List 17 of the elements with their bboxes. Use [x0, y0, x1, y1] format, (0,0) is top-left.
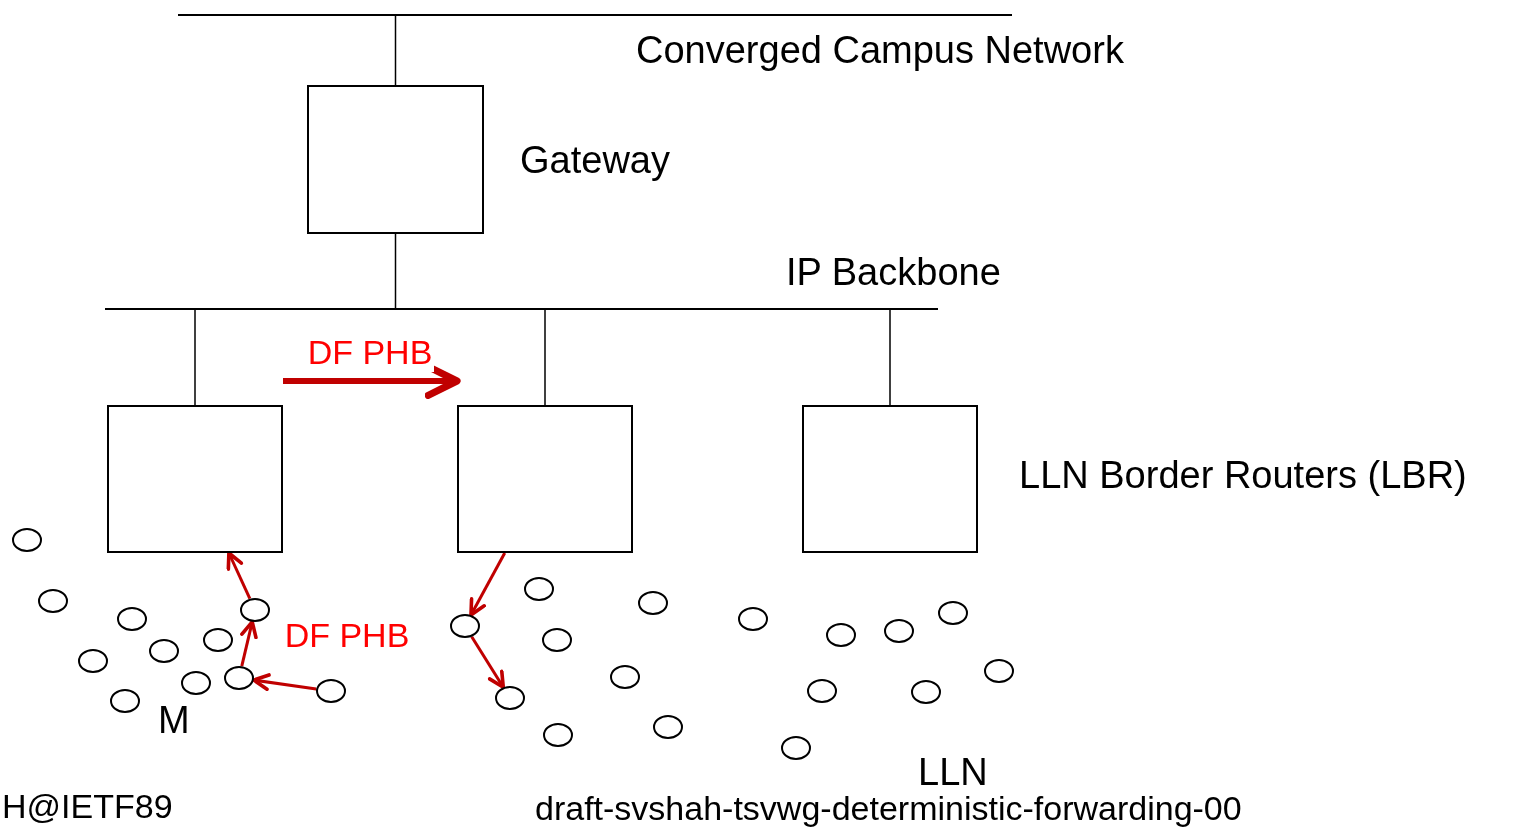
arrow	[226, 551, 252, 600]
connector-line	[194, 308, 196, 406]
arrow	[283, 363, 461, 399]
node-label: M	[158, 700, 190, 742]
connector-line	[544, 308, 546, 406]
arrow	[469, 552, 507, 617]
network-label: Converged Campus Network	[636, 30, 1124, 72]
node-label: Gateway	[520, 140, 670, 182]
arrow	[240, 620, 258, 667]
network-label: IP Backbone	[786, 252, 1001, 294]
connector-line	[889, 308, 891, 406]
arrow	[251, 673, 317, 692]
caption-text: LLN Border Routers (LBR)	[1019, 455, 1467, 497]
connector-line	[394, 233, 397, 310]
footer-text: H@IETF89	[2, 788, 173, 826]
connector-line	[394, 14, 397, 86]
arrow	[470, 635, 506, 690]
